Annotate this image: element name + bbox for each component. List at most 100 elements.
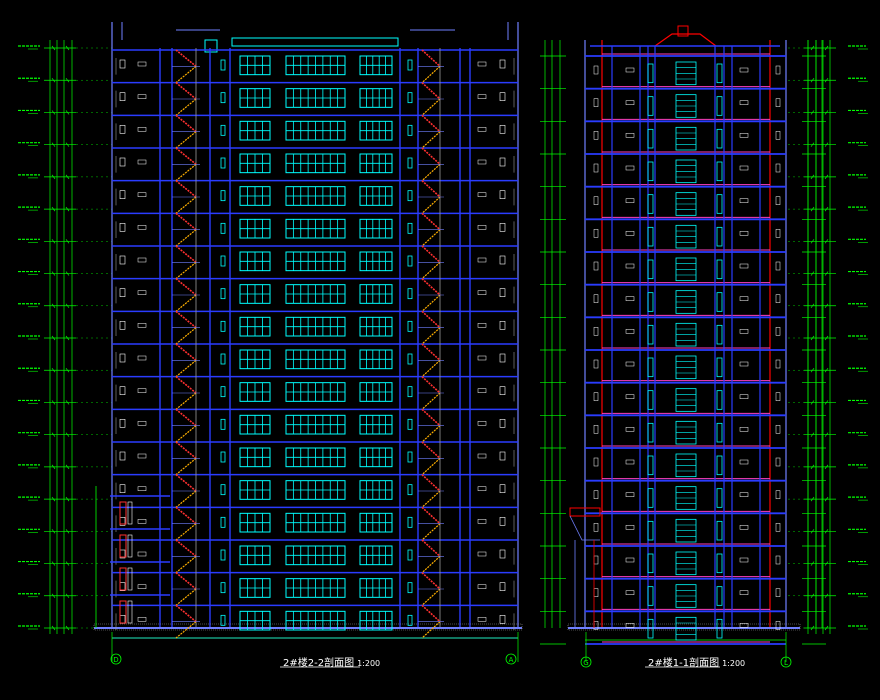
left-room-mark: [407, 484, 413, 496]
right-level-ladder-slash: [824, 464, 829, 470]
right-room-tag: [739, 133, 749, 138]
left-level-ladder-slash: [51, 110, 56, 115]
left-level-ladder-slash: [65, 561, 70, 566]
right-room-tag: [593, 131, 599, 140]
left-room-tag: [137, 61, 147, 67]
right-level-ladder-slash: [824, 593, 829, 598]
right-level-ladder-slash: [810, 142, 815, 147]
left-room-tag: [477, 127, 487, 132]
left-stair-a-flight: [175, 539, 197, 557]
right-room-tag: [739, 198, 749, 203]
right-window-slot: [647, 63, 654, 84]
left-stair-b-flight: [421, 376, 441, 394]
right-room-tag: [775, 327, 781, 336]
left-stair-b-flight: [421, 229, 441, 247]
right-canopy: [569, 507, 601, 517]
right-level-ladder-slash: [824, 335, 829, 341]
right-window-slot: [716, 357, 723, 378]
right-level-ladder-slash: [810, 400, 815, 405]
right-level-ladder-slash: [824, 625, 829, 631]
right-level-ladder-slash: [810, 174, 815, 180]
left-room-tag: [499, 582, 506, 591]
left-room-tag: [137, 453, 147, 459]
right-room-tag: [593, 457, 599, 467]
left-stair-a-flight: [175, 392, 197, 410]
right-window-slot: [647, 455, 654, 476]
right-room-tag: [625, 525, 635, 530]
right-room-tag: [593, 98, 599, 107]
right-level-ladder-slash: [810, 239, 815, 244]
right-level-ladder-slash: [810, 561, 815, 566]
left-room-tag: [119, 190, 126, 199]
left-level-ladder-slash: [65, 529, 70, 534]
right-window-slot: [647, 618, 654, 639]
left-room-tag: [119, 223, 126, 232]
left-level-ladder-slash: [65, 496, 70, 502]
left-level-ladder-slash: [51, 496, 56, 502]
left-room-mark: [407, 418, 413, 430]
left-section-scale: 1:200: [357, 659, 381, 668]
left-stair-a-flight: [175, 98, 197, 116]
right-window-slot: [647, 520, 654, 541]
left-stair-a-flight: [175, 523, 197, 541]
left-stair-a-flight: [175, 49, 197, 67]
left-podium: [95, 486, 170, 628]
left-level-ladder-slash: [65, 625, 70, 631]
left-room-mark: [407, 124, 413, 136]
left-room-mark: [220, 157, 226, 169]
left-room-tag: [477, 453, 487, 459]
right-room-tag: [739, 525, 749, 530]
right-level-ladder-slash: [824, 174, 829, 180]
left-room-tag: [119, 615, 126, 624]
left-stair-b-flight: [421, 310, 441, 329]
right-room-tag: [739, 329, 749, 334]
right-room-tag: [739, 427, 749, 432]
left-room-mark: [407, 157, 413, 169]
right-room-tag: [775, 425, 781, 434]
left-stair-b-flight: [421, 523, 441, 541]
left-podium-window: [119, 567, 127, 591]
left-room-mark: [220, 418, 226, 430]
right-room-tag: [739, 100, 749, 105]
left-room-tag: [477, 94, 487, 99]
left-stair-a-flight: [175, 604, 197, 623]
left-stair-a-flight: [175, 294, 197, 312]
left-stair-b-flight: [421, 49, 441, 67]
right-room-tag: [739, 263, 749, 269]
left-room-tag: [499, 549, 506, 559]
right-room-tag: [593, 523, 599, 532]
left-level-ladder-slash: [65, 464, 70, 470]
left-stair-b-flight: [421, 327, 441, 345]
left-room-tag: [137, 519, 147, 524]
left-axis-label-right: A: [509, 656, 514, 664]
right-room-tag: [775, 359, 781, 369]
left-room-tag: [137, 584, 147, 589]
left-stair-a-flight: [175, 588, 197, 606]
left-room-tag: [477, 388, 487, 393]
right-room-tag: [625, 361, 635, 367]
left-room-mark: [220, 484, 226, 496]
left-podium-window: [119, 534, 127, 558]
right-window-slot: [647, 96, 654, 116]
right-level-ladder: [788, 40, 868, 634]
left-room-mark: [407, 516, 413, 528]
left-stair-b-flight: [421, 425, 441, 443]
left-stair-a-flight: [175, 131, 197, 149]
left-stair-a-flight: [175, 457, 197, 476]
left-room-mark: [407, 614, 413, 626]
right-level-ladder-slash: [824, 78, 829, 83]
right-room-tag: [775, 294, 781, 303]
left-room-tag: [137, 421, 147, 426]
left-room-tag: [119, 157, 126, 167]
left-room-tag: [499, 59, 506, 69]
left-stair-a-flight: [175, 261, 197, 280]
left-stair-a-flight: [175, 376, 197, 394]
left-room-tag: [119, 484, 126, 493]
left-stair-a-flight: [175, 163, 197, 182]
right-room-tag: [739, 165, 749, 171]
left-roof-vent: [204, 39, 218, 53]
right-window-slot: [716, 194, 723, 214]
